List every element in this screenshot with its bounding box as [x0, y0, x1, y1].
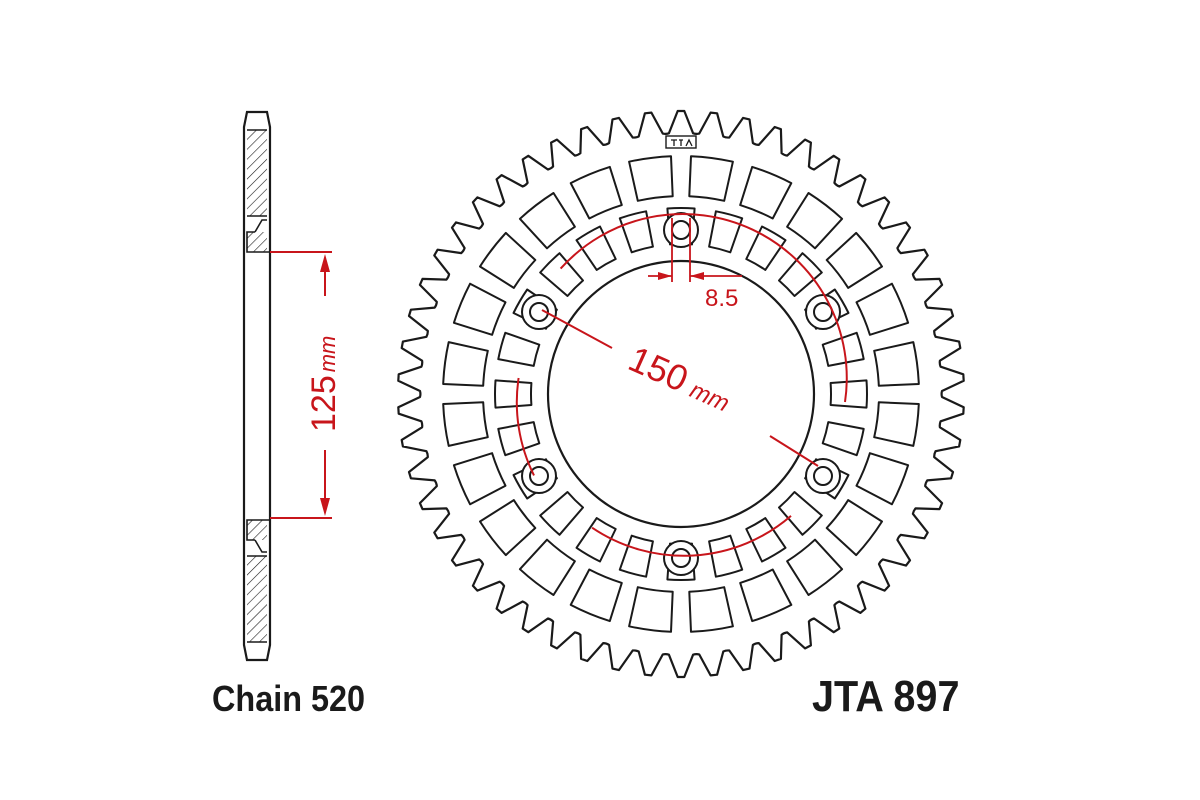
bolt-hole [671, 548, 691, 568]
profile-hatch-hub-top [247, 232, 267, 252]
bolt-circle-arc-main [559, 213, 848, 403]
profile-hatch-hub-bottom [247, 520, 267, 540]
outer-window [739, 568, 793, 623]
hub-height-dimension: 125mm [270, 251, 343, 519]
bolt-hole [671, 220, 691, 240]
svg-text:125mm: 125mm [305, 336, 343, 432]
outer-window [688, 586, 734, 633]
outer-window [873, 341, 920, 387]
bolt-circle-arc-lower [591, 515, 792, 557]
diameter-leader-lower [769, 435, 819, 467]
outer-window [628, 586, 674, 633]
outer-window [442, 401, 489, 447]
inner-window [618, 210, 654, 254]
outer-window [688, 155, 734, 202]
part-number-label: JTA 897 [812, 672, 960, 721]
inner-window [778, 252, 823, 297]
outer-window [569, 568, 623, 623]
inner-window [745, 225, 787, 271]
inner-window [829, 379, 868, 409]
bolt-circle-arc-left [515, 377, 535, 476]
outer-window [739, 165, 793, 220]
profile-hatch-top [247, 130, 267, 216]
inner-window [575, 517, 617, 563]
outer-window [873, 401, 920, 447]
brand-logo-mark [665, 135, 697, 149]
bolt-hole [529, 302, 549, 322]
diameter-leader-upper [541, 309, 613, 349]
inner-window [539, 252, 584, 297]
outer-window [452, 282, 507, 336]
profile-hatch-bottom [247, 556, 267, 642]
chain-size-label: Chain 520 [212, 678, 366, 719]
bolt-hole [529, 466, 549, 486]
inner-window [821, 331, 865, 367]
inner-window [497, 421, 541, 457]
inner-window [494, 379, 533, 409]
bolt-hole-dimension: 8.5 [648, 218, 742, 312]
sprocket-front-view [397, 109, 965, 679]
inner-window [745, 517, 787, 563]
outer-window [452, 452, 507, 506]
outer-window [442, 341, 489, 387]
hub-height-value: 125 [305, 375, 343, 432]
inner-window [708, 534, 744, 578]
arrow-head-down [320, 498, 330, 516]
bolt-hole [813, 466, 833, 486]
inner-window [539, 491, 584, 536]
outer-window [786, 538, 844, 596]
outer-window [518, 538, 576, 596]
bolt-hole-value: 8.5 [705, 285, 738, 312]
arrow-head-up [320, 254, 330, 272]
outer-window [825, 499, 883, 557]
inner-window [778, 491, 823, 536]
inner-window [497, 331, 541, 367]
center-bore [546, 259, 816, 529]
hub-height-unit: mm [315, 336, 340, 373]
outer-window [479, 499, 537, 557]
side-profile-view [242, 110, 272, 662]
outer-window [855, 282, 910, 336]
outer-window [479, 231, 537, 289]
inner-window [618, 534, 654, 578]
outer-window [855, 452, 910, 506]
inner-window [575, 225, 617, 271]
outer-window [628, 155, 674, 202]
outer-window [786, 192, 844, 250]
outer-window [518, 192, 576, 250]
outer-window [825, 231, 883, 289]
bolt-holes [521, 212, 841, 576]
outer-window [569, 165, 623, 220]
inner-window [821, 421, 865, 457]
